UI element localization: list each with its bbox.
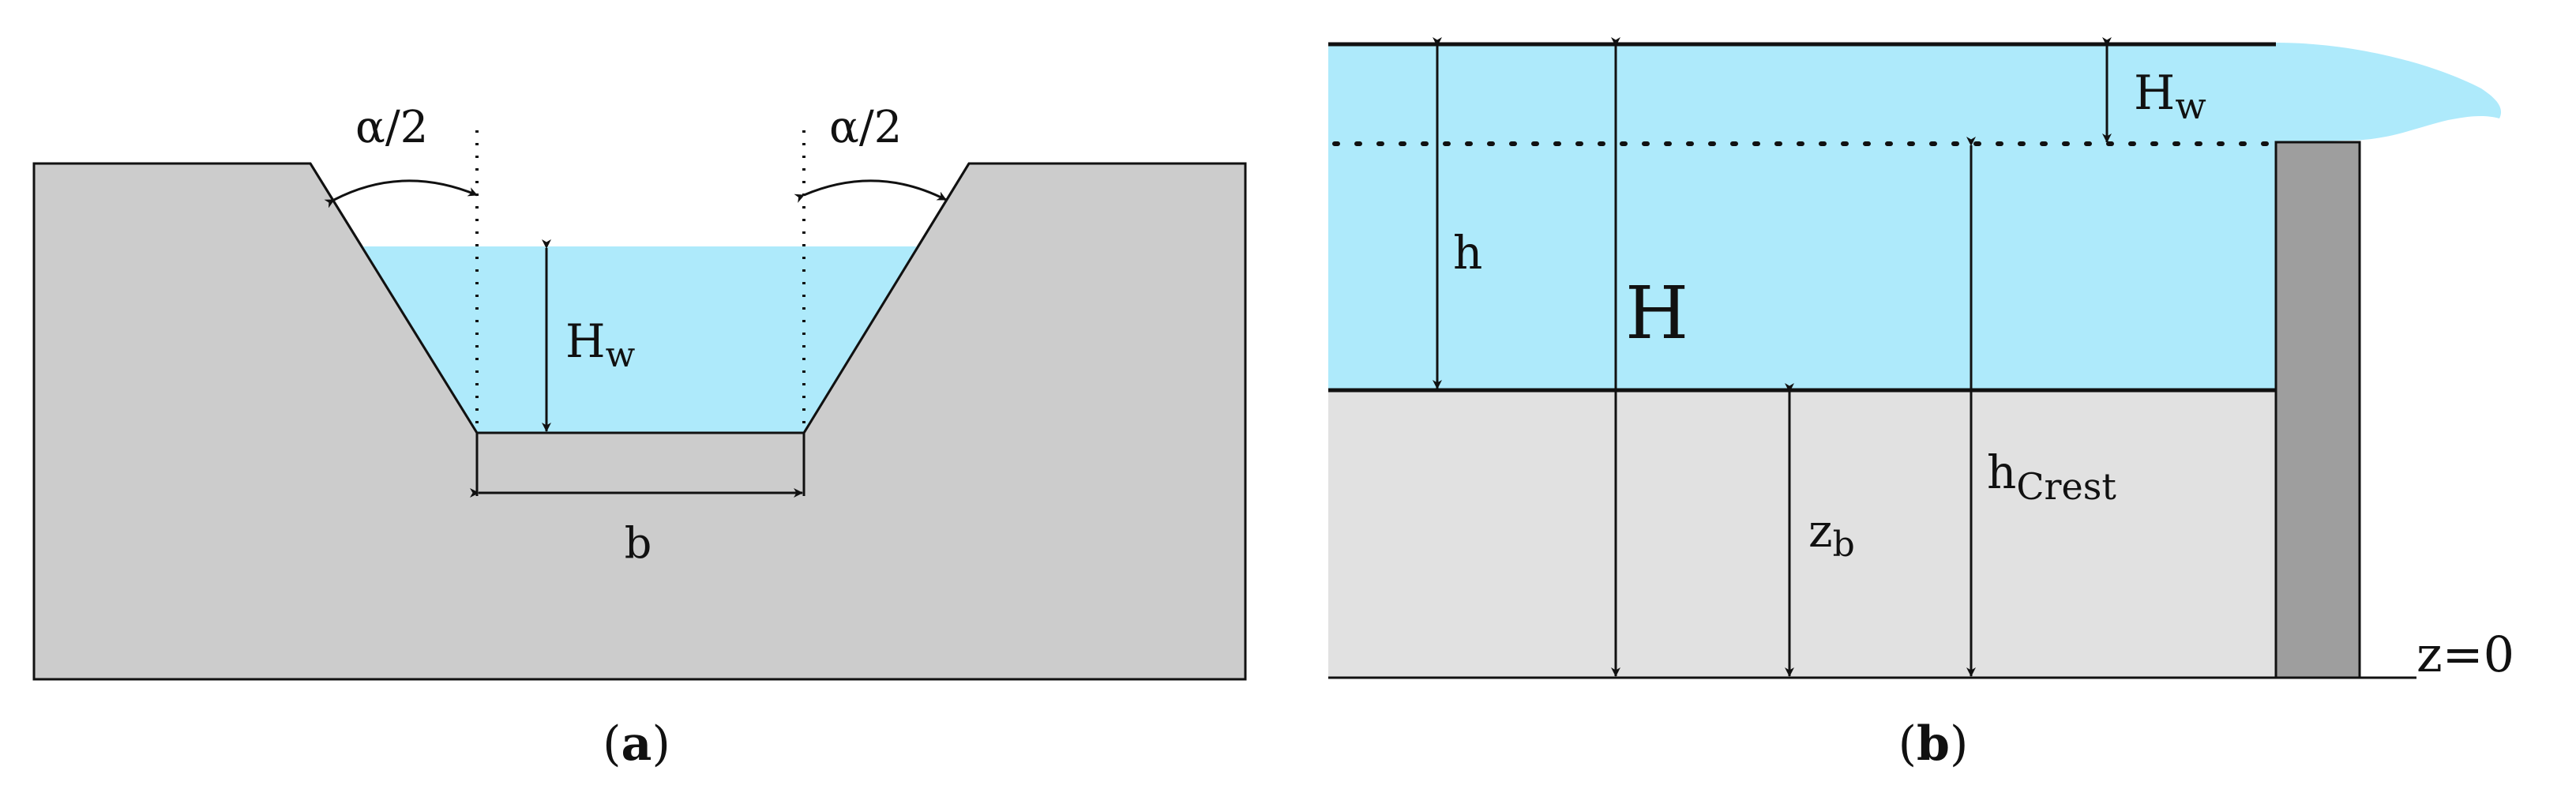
caption-a: (a)	[603, 716, 670, 772]
right-bank	[802, 163, 971, 434]
alpha-right-label: α/2	[829, 102, 902, 153]
crest-height-label: hCrest	[1987, 445, 2116, 508]
water-trapezoid	[362, 246, 918, 433]
curved-arrow-icon	[324, 179, 478, 209]
panel-b: Hw h H zb hCrest z=0 (b)	[1328, 37, 2514, 772]
datum-label: z=0	[2416, 626, 2514, 683]
panel-a: α/2 α/2 Hw b (a)	[32, 102, 1247, 772]
bed-elevation-label: zb	[1808, 504, 1855, 565]
weir-wall	[2274, 141, 2361, 679]
water-depth-label: Hw	[565, 314, 636, 375]
bottom-width-label: b	[625, 518, 652, 568]
bed-section	[1328, 390, 2276, 678]
overflow-jet	[2276, 43, 2502, 142]
caption-b: (b)	[1898, 716, 1969, 772]
weir-head-label: Hw	[2134, 66, 2206, 127]
curved-arrow-icon	[794, 179, 947, 203]
alpha-left-label: α/2	[355, 102, 428, 153]
water-body	[1328, 44, 2276, 390]
left-bank	[309, 163, 479, 434]
total-head-label: H	[1625, 271, 1688, 355]
water-depth-label: h	[1453, 226, 1482, 280]
